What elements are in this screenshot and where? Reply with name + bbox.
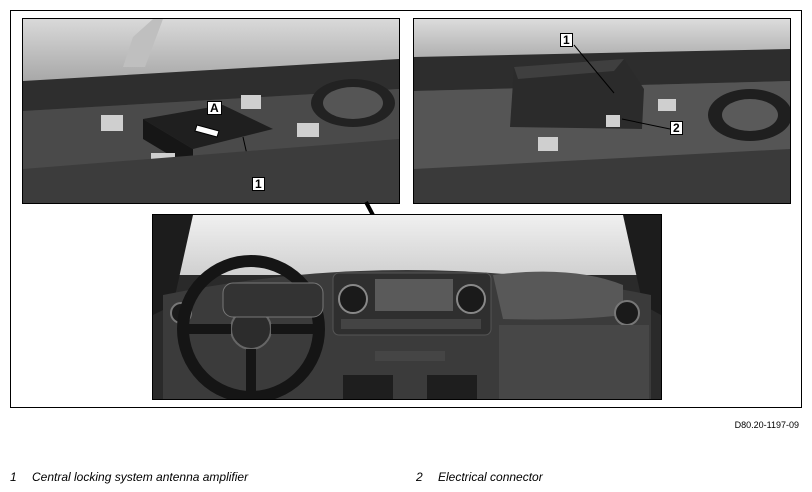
photo-detail-left <box>22 18 400 204</box>
legend-text: Central locking system antenna amplifier <box>32 470 249 484</box>
legend-text: Electrical connector <box>438 470 543 484</box>
legend-number: 2 <box>416 470 423 484</box>
callout-left-1: 1 <box>252 177 265 191</box>
figure-frame <box>10 10 802 408</box>
callout-right-1: 1 <box>560 33 573 47</box>
photo-dashboard-overview <box>152 214 662 400</box>
legend-item: 2 Electrical connector <box>416 470 543 484</box>
legend-number: 1 <box>10 470 17 484</box>
legend-item: 1 Central locking system antenna amplifie… <box>10 470 248 484</box>
photo-detail-right <box>413 18 791 204</box>
callout-left-A: A <box>207 101 222 115</box>
callout-right-2: 2 <box>670 121 683 135</box>
figure-code: D80.20-1197-09 <box>734 420 799 430</box>
